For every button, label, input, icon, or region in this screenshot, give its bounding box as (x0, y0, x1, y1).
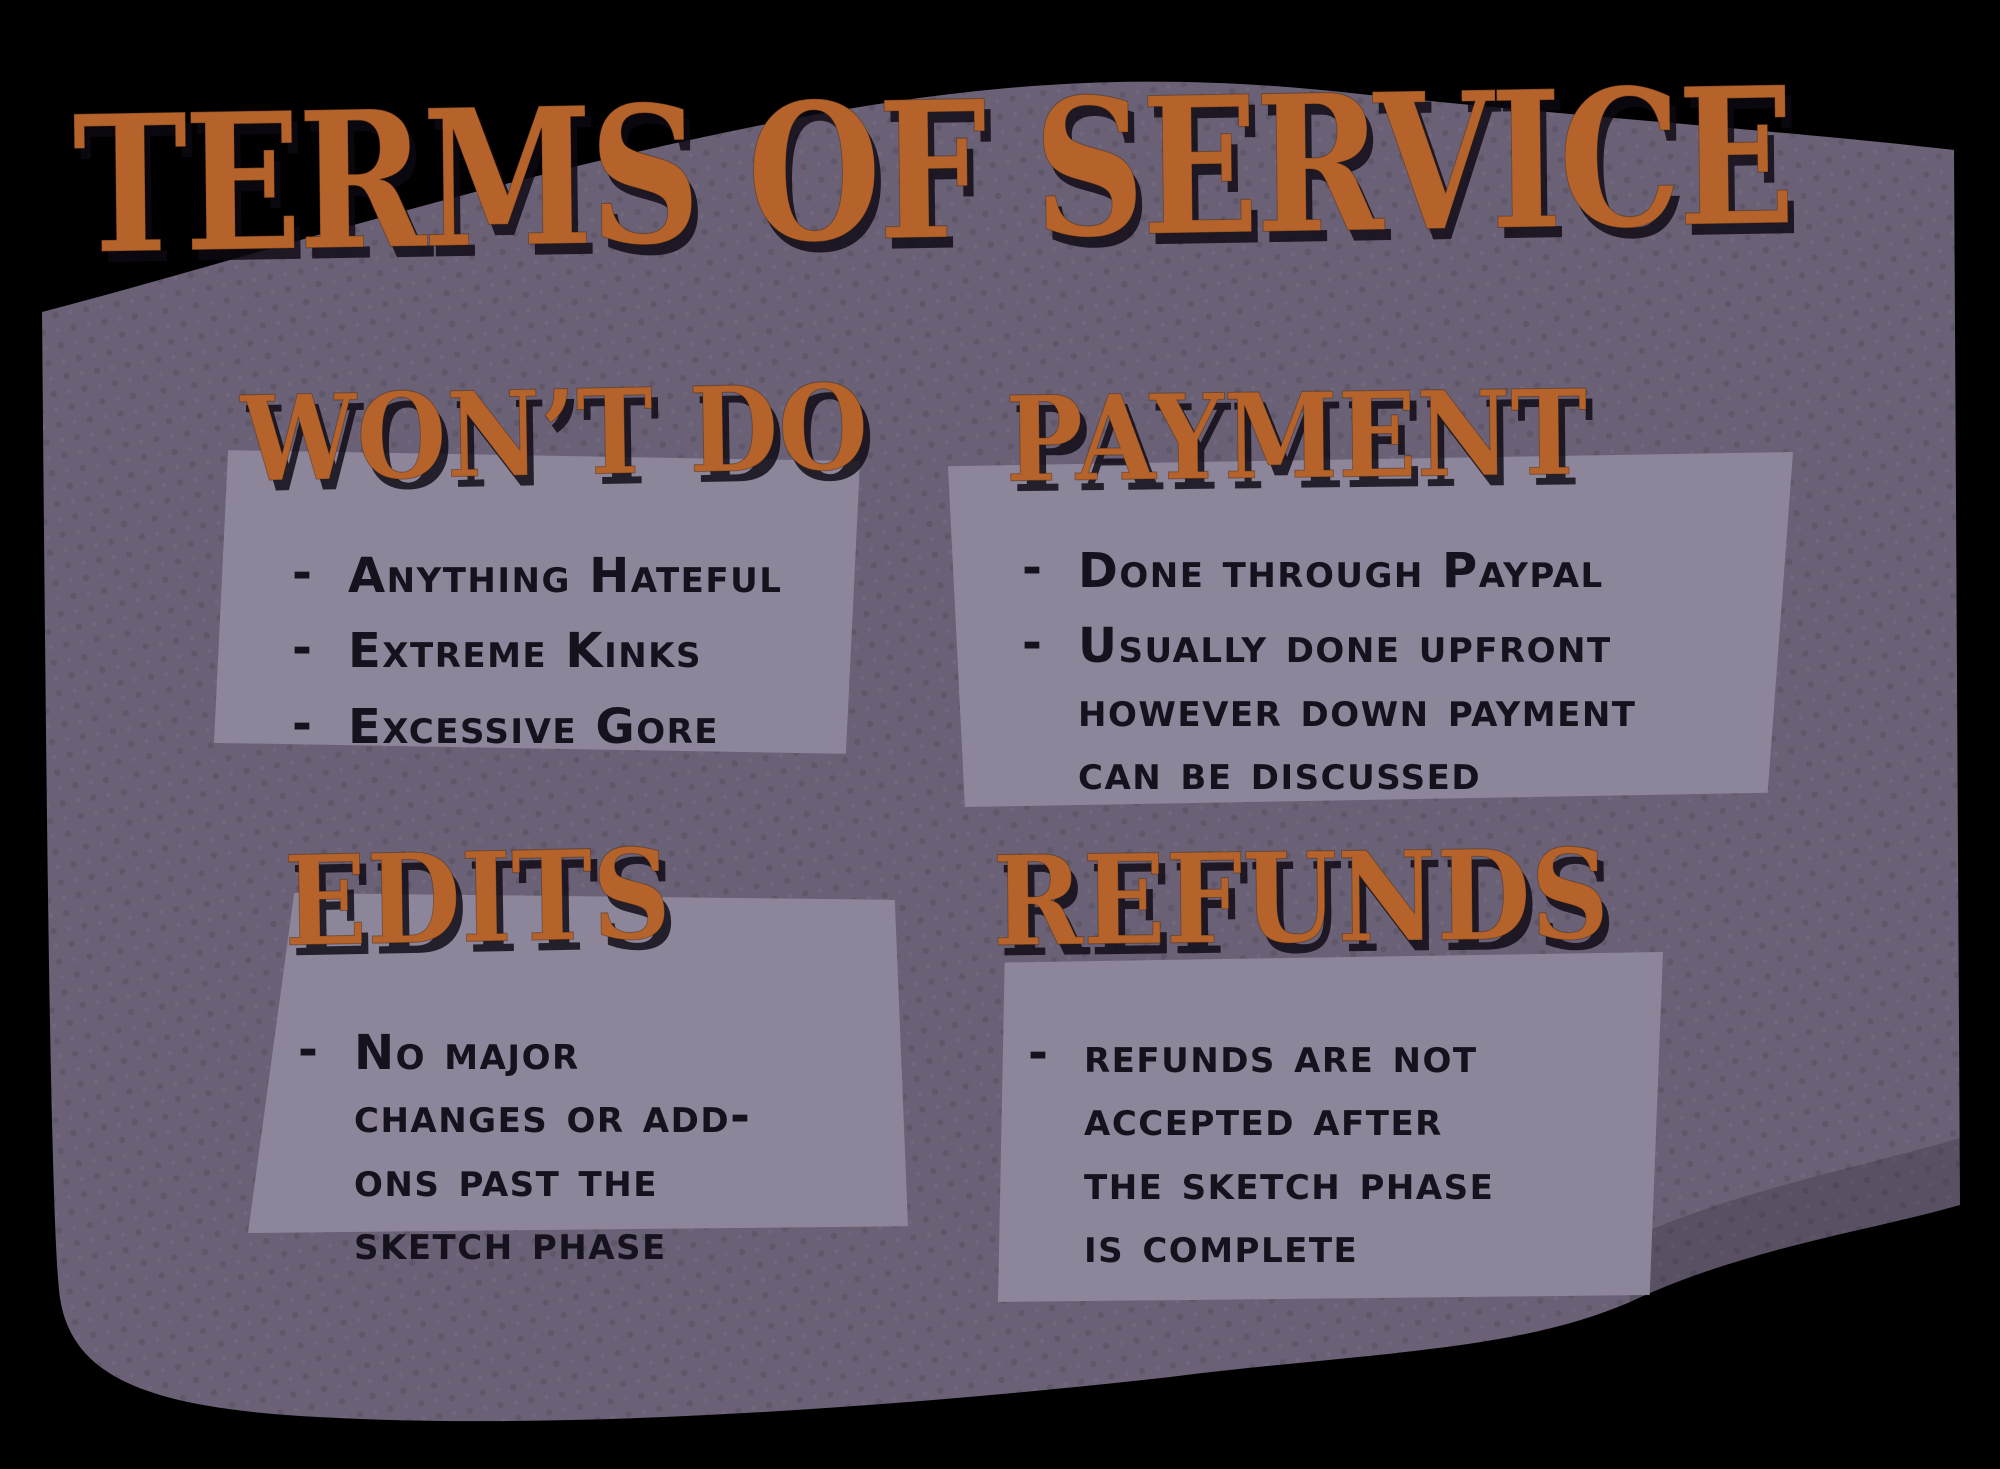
refunds-heading: REFUNDS (991, 821, 1610, 975)
payment-list: - Done through Paypal - Usually done upf… (1022, 540, 1652, 817)
bullet-dash: - (292, 545, 314, 601)
payment-heading: PAYMENT (1004, 364, 1588, 510)
payment-panel (948, 452, 1793, 807)
list-item-text: Extreme Kinks (348, 623, 703, 680)
list-item: - Usually done upfront however down paym… (1022, 615, 1652, 805)
refunds-panel (998, 952, 1663, 1302)
list-item-text: Done through Paypal (1078, 543, 1604, 599)
bullet-dash: - (292, 620, 314, 677)
list-item-text: Anything Hateful (348, 548, 783, 604)
list-item: - No major changes or add-ons past the s… (298, 1022, 768, 1275)
list-item-text: Usually done upfront however down paymen… (1078, 618, 1637, 802)
bullet-dash: - (1022, 540, 1044, 596)
wont-do-list: - Anything Hateful - Extreme Kinks - Exc… (292, 545, 862, 771)
edits-heading: EDITS (282, 820, 672, 975)
list-item: - Done through Paypal (1022, 540, 1652, 603)
page-title: TERMS OF SERVICE (71, 46, 1793, 298)
list-item: - Anything Hateful (292, 545, 862, 608)
bullet-dash: - (298, 1022, 320, 1078)
bullet-dash: - (1022, 615, 1044, 672)
list-item: - refunds are not accepted after the ske… (1028, 1025, 1528, 1278)
list-item-text: refunds are not accepted after the sketc… (1084, 1028, 1495, 1275)
wont-do-heading: WON’T DO (239, 359, 870, 510)
list-item-text: No major changes or add-ons past the ske… (354, 1025, 752, 1272)
list-item: - Extreme Kinks (292, 620, 862, 683)
edits-list: - No major changes or add-ons past the s… (298, 1022, 768, 1287)
bullet-dash: - (292, 695, 314, 752)
edits-panel (248, 893, 908, 1233)
refunds-list: - refunds are not accepted after the ske… (1028, 1025, 1528, 1290)
blob-fold-shade (1626, 1138, 1960, 1302)
list-item: - Excessive Gore (292, 696, 862, 759)
list-item-text: Excessive Gore (348, 698, 720, 755)
bullet-dash: - (1028, 1025, 1050, 1081)
